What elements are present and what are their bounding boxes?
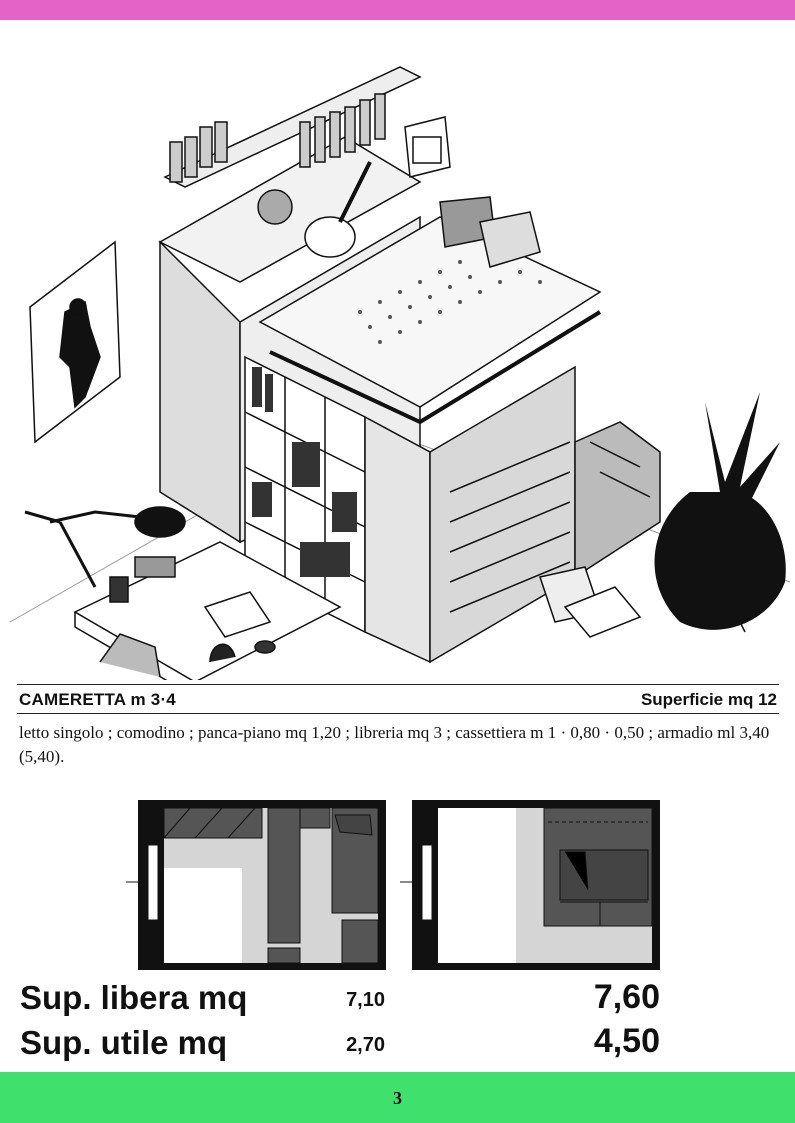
top-rule [17, 684, 779, 685]
isometric-room-illustration [0, 22, 795, 680]
furniture-description: letto singolo ; comodino ; panca-piano m… [19, 723, 770, 766]
room-title: CAMERETTA m 3·4 [19, 690, 176, 709]
poster [29, 240, 121, 444]
room-area: Superficie mq 12 [640, 690, 777, 709]
floor-plan-right [400, 800, 660, 970]
floor-plan-left [126, 800, 386, 970]
floor-plans [0, 790, 795, 980]
middle-rule [17, 713, 779, 714]
stat-useful-surface-right: 4,50 [593, 1022, 660, 1060]
top-color-bar [0, 0, 795, 20]
stat-free-surface-left: 7,10 [346, 989, 385, 1011]
stat-label-free-surface: Sup. libera mq [20, 979, 248, 1016]
stat-label-useful-surface: Sup. utile mq [20, 1024, 228, 1061]
bottom-color-bar [0, 1072, 795, 1123]
stat-useful-surface-left: 2,70 [346, 1034, 385, 1056]
title-row: CAMERETTA m 3·4 Superficie mq 12 [17, 690, 779, 714]
page-number: 3 [393, 1088, 402, 1108]
stat-free-surface-right: 7,60 [593, 978, 660, 1016]
